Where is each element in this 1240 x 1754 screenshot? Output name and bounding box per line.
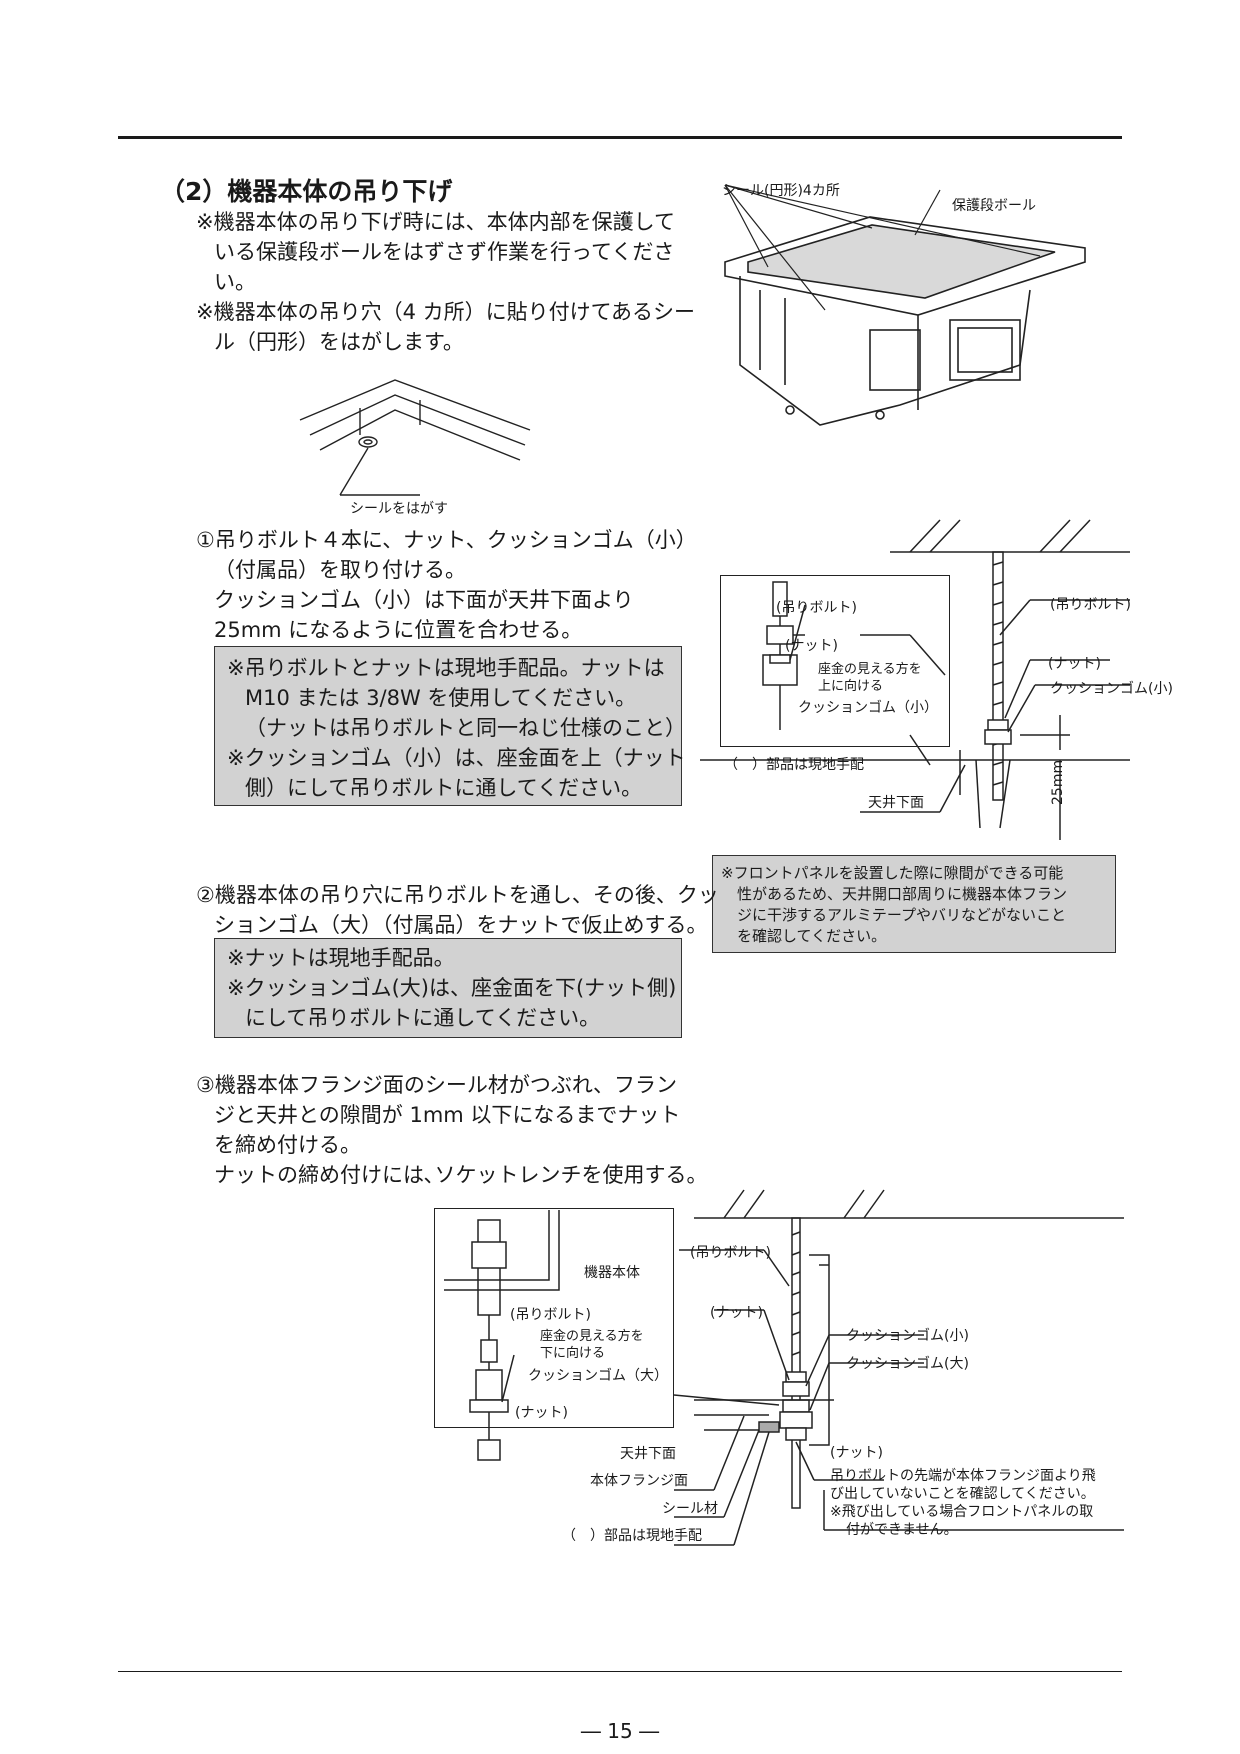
step2-line-1: ②機器本体の吊り穴に吊りボルトを通し、その後、クッ xyxy=(196,883,719,907)
fig3-seal-label: シール材 xyxy=(662,1501,718,1517)
intro-note-1-line-1: ※機器本体の吊り下げ時には、本体内部を保護して xyxy=(196,210,675,234)
fig3-ceiling-bottom-label: 天井下面 xyxy=(620,1446,676,1462)
fig1-caution-box: ※フロントパネルを設置した際に隙間ができる可能 性があるため、天井開口部周りに機… xyxy=(712,855,1116,953)
fig3-note-line-4: 付ができません。 xyxy=(846,1522,958,1538)
step1-line-2: （付属品）を取り付ける。 xyxy=(214,558,466,582)
step1-line-1: ①吊りボルト４本に、ナット、クッションゴム（小） xyxy=(196,528,697,552)
fig3-inset-box xyxy=(434,1208,674,1428)
fig1-inset-washer-line-2: 上に向ける xyxy=(818,679,884,694)
fig3-cushion-large-label: クッションゴム(大) xyxy=(846,1356,969,1372)
step1-note-line-3: （ナットは吊りボルトと同一ねじ仕様のこと） xyxy=(245,716,686,740)
fig1-bolt-label: (吊りボルト) xyxy=(1050,597,1131,613)
step2-note-line-3: にして吊りボルトに通してください。 xyxy=(245,1006,601,1030)
step3-line-3: を締め付ける。 xyxy=(214,1133,361,1157)
fig1-ceiling-bottom-label: 天井下面 xyxy=(868,795,924,811)
step1-note-box: ※吊りボルトとナットは現地手配品。ナットは M10 または 3/8W を使用して… xyxy=(214,646,686,806)
fig1-caution-line-1: ※フロントパネルを設置した際に隙間ができる可能 xyxy=(721,864,1064,882)
fig3-note-line-3: ※飛び出している場合フロントパネルの取 xyxy=(830,1504,1094,1520)
fig1-drawing xyxy=(700,519,1130,840)
page-number: ― 15 ― xyxy=(580,1719,660,1743)
fig3-note-line-1: 吊りボルトの先端が本体フランジ面より飛 xyxy=(830,1468,1096,1484)
step1-note-line-2: M10 または 3/8W を使用してください。 xyxy=(245,686,637,710)
fig3-nut-upper-label: (ナット) xyxy=(710,1305,763,1321)
fig3-nut-lower-label: (ナット) xyxy=(830,1445,883,1461)
header-rule xyxy=(118,136,1122,139)
fig1-nut-label: (ナット) xyxy=(1048,656,1101,672)
fig1-cushion-small-label: クッションゴム(小) xyxy=(1050,681,1173,697)
step3-line-2: ジと天井との隙間が 1mm 以下になるまでナット xyxy=(214,1103,681,1127)
intro-note-1-line-2: いる保護段ボールをはずさず作業を行ってくださ xyxy=(214,240,675,264)
step2-line-2: ションゴム（大）（付属品）をナットで仮止めする。 xyxy=(214,913,708,937)
intro-note-2-line-1: ※機器本体の吊り穴（4 カ所）に貼り付けてあるシー xyxy=(196,300,695,324)
fig1-dimension-label: 25mm xyxy=(1050,759,1066,805)
fig3-inset-cushion-label: クッションゴム（大） xyxy=(528,1368,668,1384)
step2-note-line-1: ※ナットは現地手配品。 xyxy=(227,946,455,970)
fig3-unit-body-label: 機器本体 xyxy=(584,1265,640,1281)
fig1-inset-cushion-label: クッションゴム（小） xyxy=(798,700,938,716)
step3-line-4: ナットの締め付けには､ソケットレンチを使用する。 xyxy=(214,1163,708,1187)
cardboard-label: 保護段ボール xyxy=(952,198,1036,214)
fig3-inset-washer-line-1: 座金の見える方を xyxy=(540,1329,644,1344)
fig3-drawing xyxy=(444,1189,1124,1546)
fig1-inset-washer-line-1: 座金の見える方を xyxy=(818,662,922,677)
step3-line-1: ③機器本体フランジ面のシール材がつぶれ、フラン xyxy=(196,1073,678,1097)
intro-note-1-line-3: い。 xyxy=(214,270,256,294)
fig1-inset-nut-label: (ナット) xyxy=(785,638,838,654)
intro-note-2-line-2: ル（円形）をはがします。 xyxy=(214,330,464,354)
step2-note-line-2: ※クッションゴム(大)は、座金面を下(ナット側) xyxy=(227,976,677,1000)
fig3-local-parts-label: （ ）部品は現地手配 xyxy=(562,1528,702,1544)
step1-line-4: 25mm になるように位置を合わせる。 xyxy=(214,618,583,642)
fig1-caution-line-3: ジに干渉するアルミテープやバリなどがないこと xyxy=(737,906,1066,924)
seal-peel-illustration xyxy=(299,379,531,496)
seal-peel-label: シールをはがす xyxy=(350,501,448,517)
fig1-inset-bolt-label: (吊りボルト) xyxy=(776,600,857,616)
fig1-caution-line-4: を確認してください。 xyxy=(737,927,887,945)
fig3-inset-nut-label: (ナット) xyxy=(515,1405,568,1421)
step2-note-box: ※ナットは現地手配品。 ※クッションゴム(大)は、座金面を下(ナット側) にして… xyxy=(214,938,682,1038)
seal-label: シール(円形)4カ所 xyxy=(722,183,840,199)
fig1-caution-line-2: 性があるため、天井開口部周りに機器本体フラン xyxy=(737,885,1068,903)
fig3-note-line-2: び出していないことを確認してください。 xyxy=(830,1486,1095,1502)
step1-line-3: クッションゴム（小）は下面が天井下面より xyxy=(214,588,634,612)
step1-note-line-5: 側）にして吊りボルトに通してください。 xyxy=(245,776,643,800)
section-title: （2）機器本体の吊り下げ xyxy=(160,177,453,206)
fig3-cushion-small-label: クッションゴム(小) xyxy=(846,1328,969,1344)
step1-note-line-1: ※吊りボルトとナットは現地手配品。ナットは xyxy=(227,656,665,680)
step1-note-line-4: ※クッションゴム（小）は、座金面を上（ナット xyxy=(227,746,686,770)
footer-rule xyxy=(118,1671,1122,1672)
fig3-inset-bolt-label: (吊りボルト) xyxy=(510,1307,591,1323)
fig3-flange-label: 本体フランジ面 xyxy=(590,1473,688,1489)
fig1-local-parts-label: （ ）部品は現地手配 xyxy=(724,757,864,773)
unit-illustration xyxy=(724,184,1086,426)
fig1-inset-box xyxy=(720,575,950,747)
fig3-bolt-label: (吊りボルト) xyxy=(690,1245,771,1261)
fig3-inset-washer-line-2: 下に向ける xyxy=(540,1346,606,1361)
